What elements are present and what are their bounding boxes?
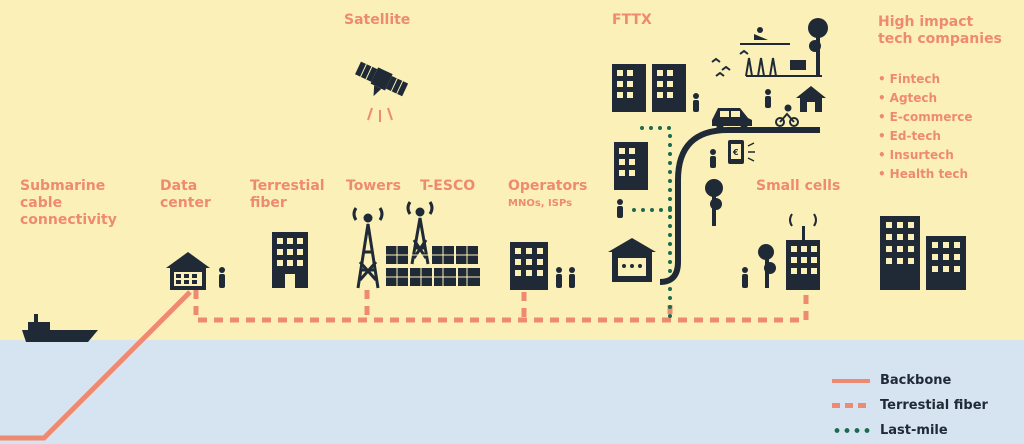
legend-item-backbone: Backbone: [832, 368, 988, 393]
person-icon: [742, 267, 748, 288]
list-item: •Ed-tech: [878, 129, 941, 143]
tree-icon: [758, 244, 776, 288]
cyclist-icon: [775, 104, 799, 127]
ship-icon: [22, 314, 98, 342]
person-icon: [765, 89, 771, 108]
tower-icon: [406, 201, 434, 265]
tesco-label: T-ESCO: [420, 178, 476, 194]
list-item: •E-commerce: [878, 110, 973, 124]
submarine-label: Submarine cable connectivity: [20, 178, 117, 228]
tower-icon: [352, 207, 384, 289]
legend: Backbone Terrestial fiber Last-mile: [832, 368, 988, 443]
satellite-icon: [355, 61, 409, 97]
person-icon: [617, 199, 623, 218]
sea-area: [0, 340, 1024, 444]
school-icon: [608, 238, 656, 282]
high-impact-buildings-icon: [880, 216, 966, 290]
person-icon: [693, 93, 699, 112]
solar-panels-icon: [386, 246, 480, 286]
house-icon: [796, 86, 826, 112]
list-item: •Fintech: [878, 72, 941, 86]
fttx-buildings-icon: [612, 64, 686, 190]
list-item: •Insurtech: [878, 148, 954, 162]
satellite-label: Satellite: [344, 12, 411, 28]
dashed-line-icon: [832, 403, 870, 408]
road: [659, 127, 820, 285]
last-mile-lines: [628, 126, 672, 318]
dotted-line-icon: [832, 428, 870, 433]
towers-label: Towers: [346, 178, 401, 194]
small-cells-label: Small cells: [756, 178, 841, 194]
person-icon: [219, 267, 225, 288]
operators-building-icon: [510, 242, 548, 290]
car-icon: [712, 108, 752, 131]
backbone-cable: [0, 290, 192, 441]
data-center-label: Data center: [160, 178, 211, 211]
farm-icon: [711, 18, 828, 77]
fttx-label: FTTX: [612, 12, 652, 28]
people-icon: [556, 267, 575, 288]
building-icon: [272, 232, 308, 288]
tree-icon: [705, 179, 723, 226]
high-impact-label: High impact tech companies: [878, 14, 1002, 47]
legend-item-last-mile: Last-mile: [832, 418, 988, 443]
list-item: •Agtech: [878, 91, 938, 105]
terrestial-fiber-label: Terrestial fiber: [250, 178, 325, 211]
data-center-icon: [166, 252, 210, 290]
operators-sub-label: MNOs, ISPs: [508, 198, 573, 209]
legend-item-terrestial-fiber: Terrestial fiber: [832, 393, 988, 418]
operators-label: Operators: [508, 178, 588, 194]
person-icon: [710, 149, 716, 168]
tech-list: •Fintech •Agtech •E-commerce •Ed-tech •I…: [878, 70, 973, 184]
list-item: •Health tech: [878, 167, 969, 181]
svg-text:€: €: [732, 148, 739, 157]
terrestial-fiber-lines: [193, 290, 809, 323]
solid-line-icon: [832, 378, 870, 383]
mobile-money-icon: €: [728, 140, 755, 164]
small-cell-building-icon: [786, 213, 820, 290]
signal-icon: [367, 107, 393, 122]
